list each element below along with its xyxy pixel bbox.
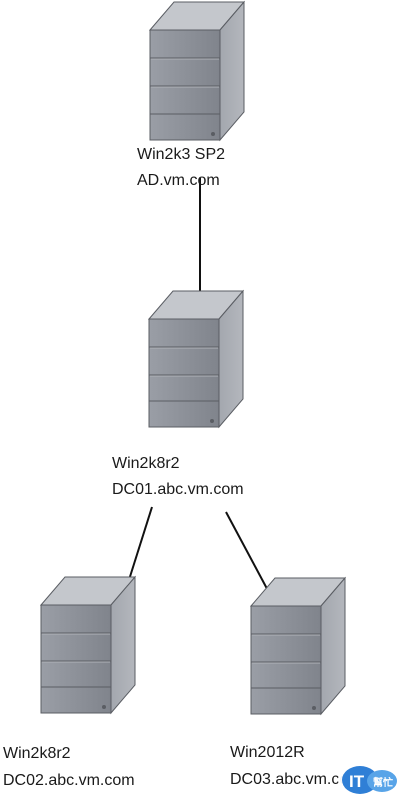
node-os-label: Win2k8r2 <box>3 745 71 762</box>
node-host-label: DC02.abc.vm.com <box>3 772 135 789</box>
watermark-logo: IT 幫忙 <box>338 764 402 796</box>
node-label-bottom-right: Win2012R DC03.abc.vm.com <box>230 744 362 788</box>
link-middle-bottom-left <box>127 506 153 584</box>
link-middle-bottom-right <box>225 511 274 601</box>
connection-lines <box>127 178 274 601</box>
node-host-label: DC01.abc.vm.com <box>112 481 244 498</box>
watermark-mark: IT <box>349 772 365 791</box>
node-label-middle: Win2k8r2 DC01.abc.vm.com <box>112 455 244 498</box>
node-label-root: Win2k3 SP2 AD.vm.com <box>137 146 225 189</box>
node-os-label: Win2012R <box>230 744 305 761</box>
watermark-sub: 幫忙 <box>373 776 393 789</box>
server-icon-bottom-left <box>39 575 137 715</box>
node-host-label: DC03.abc.vm.com <box>230 771 362 788</box>
node-os-label: Win2k8r2 <box>112 455 180 472</box>
node-os-label: Win2k3 SP2 <box>137 146 225 163</box>
server-icon-bottom-right <box>249 576 347 716</box>
server-icon-root <box>148 0 246 142</box>
node-host-label: AD.vm.com <box>137 172 220 189</box>
node-label-bottom-left: Win2k8r2 DC02.abc.vm.com <box>3 745 135 789</box>
server-icon-middle <box>147 289 245 429</box>
